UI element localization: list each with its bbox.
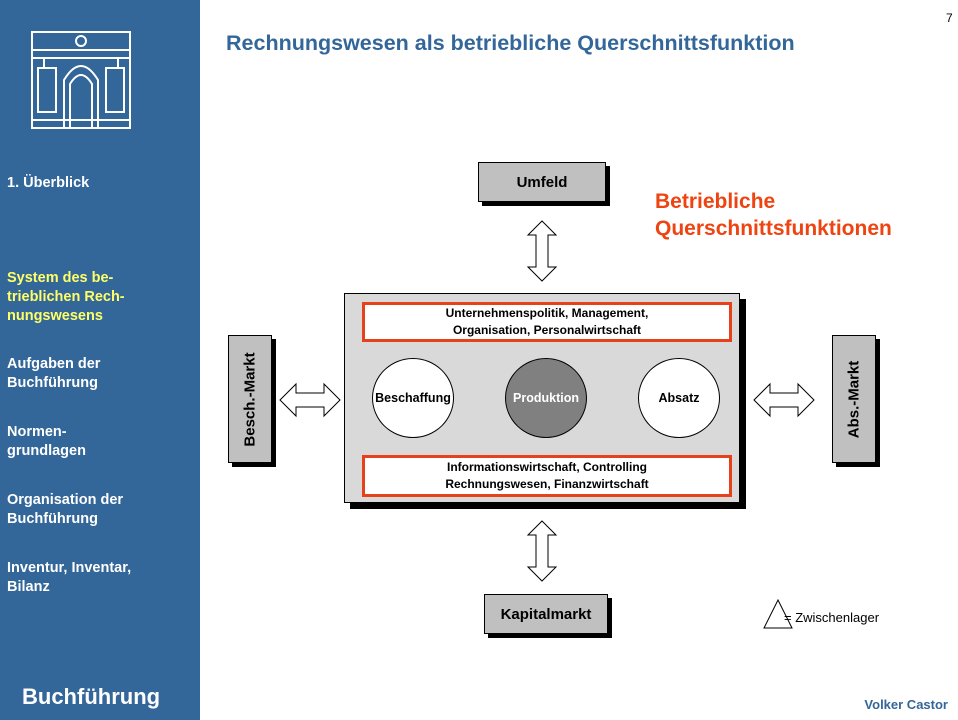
sidebar-item-inventur[interactable]: Inventur, Inventar, Bilanz [7, 540, 197, 597]
sidebar-item-label: 1. Überblick [7, 175, 90, 191]
sidebar-item-aufgaben[interactable]: Aufgaben der Buchführung [7, 336, 197, 393]
double-arrow-left-icon [279, 382, 341, 418]
management-functions-label: Unternehmenspolitik, Management, Organis… [445, 306, 649, 337]
produktion-label: Produktion [513, 391, 579, 405]
beschaffung-label: Beschaffung [375, 391, 451, 405]
besch-markt-box: Besch.-Markt [228, 335, 272, 463]
absatz-label: Absatz [658, 391, 700, 405]
sidebar-item-ueberblick[interactable]: 1. Überblick [7, 174, 197, 193]
building-logo-icon [31, 31, 131, 129]
slide-title: Rechnungswesen als betriebliche Querschn… [226, 31, 795, 55]
legend-triangle-icon [763, 598, 793, 629]
sidebar-item-label: Organisation der Buchführung [7, 492, 124, 527]
double-arrow-bottom-icon [526, 520, 558, 582]
management-functions-box: Unternehmenspolitik, Management, Organis… [362, 302, 732, 342]
legend-label: = Zwischenlager [784, 610, 880, 625]
umfeld-box: Umfeld [478, 162, 606, 202]
absatz-circle: Absatz [638, 358, 720, 438]
produktion-circle: Produktion [505, 358, 587, 438]
sidebar-item-label: System des be- trieblichen Rech- nungswe… [7, 270, 125, 324]
double-arrow-right-icon [753, 382, 815, 418]
double-arrow-top-icon [526, 220, 558, 282]
querschnittsfunktionen-label: Betriebliche Querschnittsfunktionen [655, 190, 892, 240]
information-functions-label: Informationswirtschaft, Controlling Rech… [445, 460, 649, 491]
sidebar: 1. Überblick System des be- trieblichen … [0, 0, 200, 720]
abs-markt-box: Abs.-Markt [832, 335, 876, 463]
besch-markt-label: Besch.-Markt [241, 351, 259, 447]
beschaffung-circle: Beschaffung [372, 358, 454, 438]
kapitalmarkt-box: Kapitalmarkt [484, 594, 608, 634]
information-functions-box: Informationswirtschaft, Controlling Rech… [362, 455, 732, 497]
sidebar-item-system[interactable]: System des be- trieblichen Rech- nungswe… [7, 250, 197, 326]
sidebar-item-label: Normen- grundlagen [7, 424, 86, 459]
sidebar-item-label: Aufgaben der Buchführung [7, 356, 101, 391]
sidebar-footer-title: Buchführung [22, 684, 161, 709]
page-number: 7 [946, 11, 953, 25]
umfeld-label: Umfeld [516, 173, 568, 191]
kapitalmarkt-label: Kapitalmarkt [500, 605, 592, 623]
sidebar-item-organisation[interactable]: Organisation der Buchführung [7, 472, 197, 529]
sidebar-item-normen[interactable]: Normen- grundlagen [7, 404, 197, 461]
sidebar-item-label: Inventur, Inventar, Bilanz [7, 560, 132, 595]
abs-markt-label: Abs.-Markt [845, 360, 863, 438]
author: Volker Castor [864, 697, 948, 712]
